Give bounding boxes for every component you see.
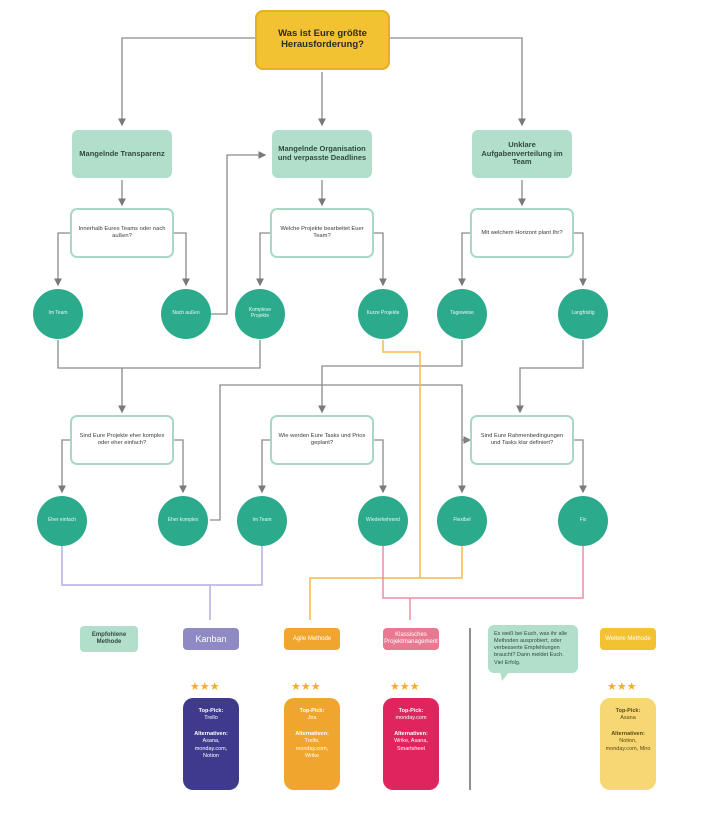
result-agile: Agile Methode xyxy=(284,628,340,650)
rating-stars-1: ★★★ xyxy=(190,681,220,693)
tool-card-klassisch: Top-Pick: monday.com Alternativen: Wrike… xyxy=(383,698,439,790)
question-rahmenbedingungen: Sind Eure Rahmenbedingungen und Tasks kl… xyxy=(470,415,574,465)
card-top-label: Top-Pick: xyxy=(398,708,424,714)
question-team-oder-aussen: Innerhalb Eures Teams oder nach außen? xyxy=(70,208,174,258)
question-projekte: Welche Projekte bearbeitet Euer Team? xyxy=(270,208,374,258)
card-top-value: Asana xyxy=(620,715,636,722)
answer-flexibel: Flexibel xyxy=(437,496,487,546)
card-alt-label: Alternativen: xyxy=(295,730,329,737)
card-alt-label: Alternativen: xyxy=(611,730,645,737)
answer-nach-aussen: Nach außen xyxy=(161,289,211,339)
card-top-label: Top-Pick: xyxy=(299,708,325,714)
card-alt-label: Alternativen: xyxy=(394,730,428,737)
result-klassisch: Klassisches Projektmanagement xyxy=(383,628,439,650)
answer-im-team: Im Team xyxy=(33,289,83,339)
answer-kurze-projekte: Kurze Projekte xyxy=(358,289,408,339)
card-alt-values: Wrike, Asana, Smartsheet xyxy=(394,738,428,752)
tool-card-agile: Top-Pick: Jira Alternativen: Trello, mon… xyxy=(284,698,340,790)
question-tasks-prios: Wie werden Eure Tasks und Prios geplant? xyxy=(270,415,374,465)
category-transparenz: Mangelnde Transparenz xyxy=(72,130,172,178)
card-alt-values: Trello, monday.com, Wrike xyxy=(295,738,329,760)
hint-bubble: Es weiß bei Euch, was ihr alle Methoden … xyxy=(488,625,578,673)
card-alt-values: Asana, monday.com, Notion xyxy=(194,738,228,760)
rating-stars-2: ★★★ xyxy=(291,681,321,693)
answer-fix: Fix xyxy=(558,496,608,546)
card-top-label: Top-Pick: xyxy=(615,708,641,714)
answer-wiederkehrend: Wiederkehrend xyxy=(358,496,408,546)
root-question: Was ist Eure größte Herausforderung? xyxy=(255,10,390,70)
card-top-value: monday.com xyxy=(395,715,427,722)
card-top-value: Jira xyxy=(307,715,317,722)
legend-method-label: Empfohlene Methode xyxy=(80,626,138,652)
card-top-label: Top-Pick: xyxy=(198,708,224,714)
rating-stars-4: ★★★ xyxy=(607,681,637,693)
answer-tageweise: Tageweise xyxy=(437,289,487,339)
card-alt-values: Notion, monday.com, Miro xyxy=(605,738,651,752)
answer-langfristig: Langfristig xyxy=(558,289,608,339)
rating-stars-3: ★★★ xyxy=(390,681,420,693)
answer-komplexe-projekte: Komplexe Projekte xyxy=(235,289,285,339)
answer-eher-komplex: Eher komplex xyxy=(158,496,208,546)
bubble-tail xyxy=(500,671,510,681)
category-organisation: Mangelnde Organisation und verpasste Dea… xyxy=(272,130,372,178)
tool-card-kanban: Top-Pick: Trello Alternativen: Asana, mo… xyxy=(183,698,239,790)
card-top-value: Trello xyxy=(204,715,218,722)
question-komplexitaet: Sind Eure Projekte eher komplex oder ehe… xyxy=(70,415,174,465)
answer-im-team-2: Im Team xyxy=(237,496,287,546)
result-kanban: Kanban xyxy=(183,628,239,650)
card-alt-label: Alternativen: xyxy=(194,730,228,737)
question-horizont: Mit welchem Horizont plant Ihr? xyxy=(470,208,574,258)
answer-eher-einfach: Eher einfach xyxy=(37,496,87,546)
result-weitere: Weitere Methode xyxy=(600,628,656,650)
tool-card-weitere: Top-Pick: Asana Alternativen: Notion, mo… xyxy=(600,698,656,790)
category-aufgabenverteilung: Unklare Aufgabenverteilung im Team xyxy=(472,130,572,178)
